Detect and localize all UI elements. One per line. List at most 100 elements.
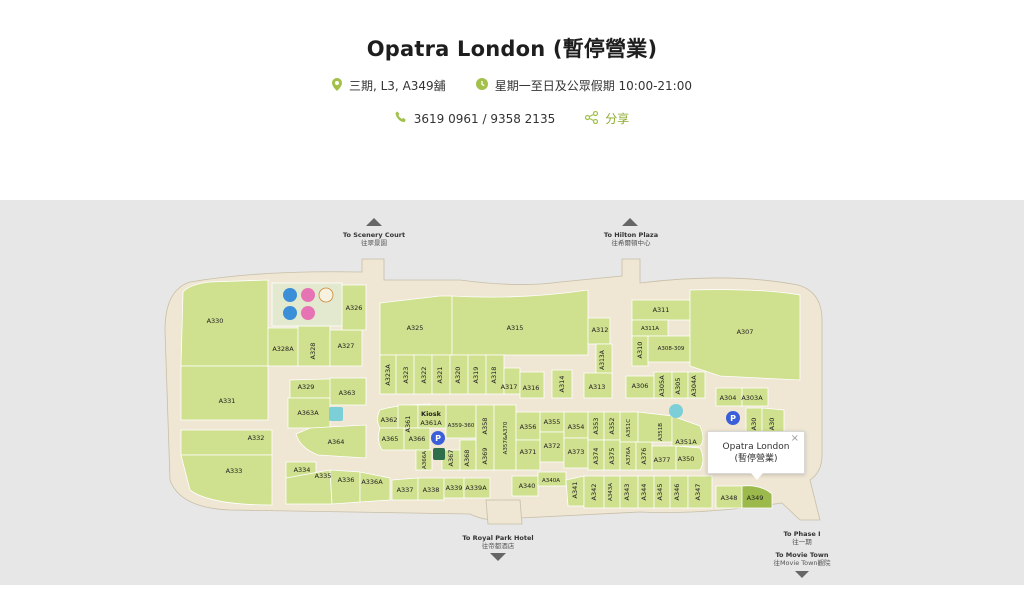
unit-label: A323A bbox=[384, 364, 392, 386]
unit-A363[interactable] bbox=[329, 377, 367, 406]
unit-A333[interactable] bbox=[180, 454, 273, 506]
unit-label: A311A bbox=[641, 326, 659, 332]
unit-label: A362 bbox=[381, 416, 398, 424]
floor-map[interactable]: To Scenery Court 往翠景園 To Hilton Plaza 往希… bbox=[0, 200, 1024, 585]
unit-A307[interactable] bbox=[689, 289, 801, 381]
hours-info: 星期一至日及公眾假期 10:00-21:00 bbox=[475, 77, 692, 94]
unit-label: A333 bbox=[226, 467, 243, 475]
close-icon[interactable]: × bbox=[790, 433, 799, 444]
unit-A339A[interactable] bbox=[463, 477, 491, 499]
unit-label: A343A bbox=[608, 483, 614, 501]
unit-A336A[interactable] bbox=[359, 471, 391, 503]
shop-units bbox=[180, 279, 801, 509]
unit-label: A359-360 bbox=[448, 423, 475, 429]
unit-label: A304A bbox=[690, 375, 698, 397]
unit-label: A363A bbox=[297, 409, 319, 417]
exit-label-zh: 往翠景園 bbox=[361, 238, 387, 247]
arrow-down-icon bbox=[795, 571, 809, 578]
unit-label: A348 bbox=[721, 494, 738, 502]
unit-A351B[interactable] bbox=[637, 411, 673, 443]
unit-label: A369 bbox=[481, 448, 489, 465]
clock-icon bbox=[475, 78, 488, 93]
unit-A359-360[interactable] bbox=[445, 404, 477, 439]
exit-movie-town[interactable]: To Movie Town 往Movie Town觀院 bbox=[773, 551, 831, 578]
arrow-up-icon bbox=[366, 218, 382, 226]
female-restroom-icon bbox=[301, 288, 315, 302]
unit-A349-highlight[interactable] bbox=[741, 485, 773, 509]
exit-label-en: To Phase I bbox=[783, 530, 820, 538]
kiosk-label: Kiosk bbox=[421, 410, 442, 418]
unit-label: A321 bbox=[436, 367, 444, 384]
unit-label: A30 bbox=[768, 418, 776, 431]
unit-A304A[interactable] bbox=[687, 371, 706, 399]
unit-label: A352 bbox=[608, 418, 616, 435]
unit-A310[interactable] bbox=[631, 335, 649, 367]
unit-label: A337 bbox=[397, 486, 414, 494]
unit-A331[interactable] bbox=[180, 365, 269, 421]
unit-A366A[interactable] bbox=[415, 449, 433, 471]
unit-A303A[interactable] bbox=[741, 387, 769, 407]
parking-icon bbox=[431, 431, 445, 445]
unit-A316[interactable] bbox=[519, 371, 545, 399]
unit-label: A355 bbox=[544, 418, 561, 426]
location-text: 三期, L3, A349舖 bbox=[348, 79, 446, 93]
unit-A365[interactable] bbox=[378, 427, 405, 451]
unit-label: A361A bbox=[420, 419, 442, 427]
unit-A330[interactable] bbox=[180, 279, 269, 367]
escalator-icon bbox=[669, 404, 683, 418]
unit-A313[interactable] bbox=[583, 372, 613, 399]
exit-label-zh: 往Movie Town觀院 bbox=[773, 558, 831, 567]
exit-label-en: To Movie Town bbox=[775, 551, 828, 559]
unit-label: A328A bbox=[272, 345, 294, 353]
unit-label: A328 bbox=[309, 343, 317, 360]
escalator-icon bbox=[329, 407, 343, 421]
exit-phase-1[interactable]: To Phase I 往一期 bbox=[783, 530, 820, 546]
exit-scenery-court[interactable]: To Scenery Court 往翠景園 bbox=[343, 218, 405, 247]
unit-A364[interactable] bbox=[295, 424, 367, 459]
unit-A350[interactable] bbox=[675, 445, 704, 471]
unit-label: A363 bbox=[339, 389, 356, 397]
unit-A315[interactable] bbox=[451, 289, 589, 356]
unit-A338[interactable] bbox=[417, 477, 445, 501]
facility-icons: P P bbox=[283, 287, 740, 460]
exit-label-zh: 往希爾頓中心 bbox=[612, 238, 652, 247]
share-button[interactable]: 分享 bbox=[585, 110, 629, 127]
nursing-room-icon bbox=[301, 306, 315, 320]
unit-label: A377 bbox=[654, 456, 671, 464]
unit-label: A313 bbox=[589, 383, 606, 391]
unit-label: A346 bbox=[673, 484, 681, 501]
unit-label: A312 bbox=[592, 326, 609, 334]
unit-label: A332 bbox=[248, 434, 265, 442]
unit-A314[interactable] bbox=[551, 369, 573, 399]
unit-A340[interactable] bbox=[511, 475, 539, 497]
unit-A351A[interactable] bbox=[671, 415, 704, 447]
unit-label: A326 bbox=[346, 304, 363, 312]
unit-label: A331 bbox=[219, 397, 236, 405]
parking-label: P bbox=[730, 414, 736, 423]
unit-label: A353 bbox=[592, 418, 600, 435]
unit-label: A339A bbox=[465, 484, 487, 492]
unit-A347[interactable] bbox=[687, 475, 713, 509]
baby-care-icon bbox=[283, 306, 297, 320]
exit-hilton-plaza[interactable]: To Hilton Plaza 往希爾頓中心 bbox=[604, 218, 658, 247]
unit-A371[interactable] bbox=[515, 439, 541, 471]
unit-label: A319 bbox=[472, 367, 480, 384]
unit-label: A318 bbox=[490, 367, 498, 384]
unit-label: A314 bbox=[558, 376, 566, 393]
unit-label: A308-309 bbox=[658, 346, 685, 352]
unit-label: A317 bbox=[501, 383, 518, 391]
exit-royal-park-hotel[interactable]: To Royal Park Hotel 往帝都酒店 bbox=[462, 534, 534, 561]
unit-A340A[interactable] bbox=[537, 471, 567, 487]
unit-label: A357&A370 bbox=[503, 421, 509, 454]
unit-label: A342 bbox=[590, 484, 598, 501]
unit-label: A30 bbox=[750, 418, 758, 431]
unit-label: A320 bbox=[454, 367, 462, 384]
phone-text[interactable]: 3619 0961 / 9358 2135 bbox=[413, 111, 556, 126]
unit-label: A366A bbox=[422, 451, 428, 469]
share-label: 分享 bbox=[605, 112, 630, 126]
unit-label: A323 bbox=[402, 367, 410, 384]
unit-label: A361 bbox=[404, 416, 412, 433]
phone-icon bbox=[395, 111, 407, 126]
unit-label: A316 bbox=[523, 384, 540, 392]
hours-text: 星期一至日及公眾假期 10:00-21:00 bbox=[494, 79, 692, 93]
